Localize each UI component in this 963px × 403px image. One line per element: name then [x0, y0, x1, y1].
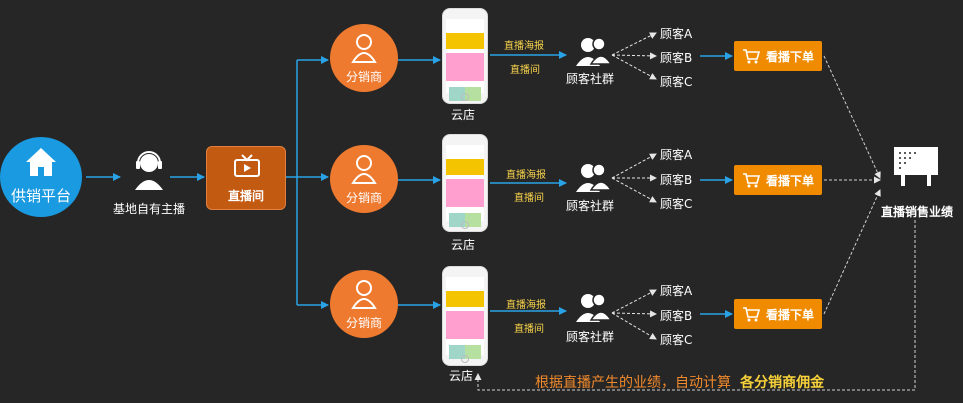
- community-label: 顾客社群: [566, 72, 615, 86]
- performance-node: 直播销售业绩: [872, 145, 962, 225]
- customer-c: 顾客C: [660, 75, 693, 89]
- platform-node: 供销平台: [0, 137, 86, 217]
- cloud-store-label: 云店: [449, 369, 474, 383]
- arrow-label-poster: 直播海报: [506, 170, 546, 181]
- cart-icon: [742, 49, 760, 64]
- distributor-1: 分销商: [330, 24, 398, 92]
- watch-order-button-3: 看播下单: [734, 299, 822, 329]
- distributor-label: 分销商: [345, 191, 382, 205]
- watch-order-button-1: 看播下单: [734, 41, 822, 71]
- person-outline-icon: [351, 155, 377, 184]
- customer-b: 顾客B: [660, 51, 693, 65]
- cloud-store-phone-3: [442, 266, 488, 366]
- billboard-icon: [894, 147, 938, 186]
- home-icon: [26, 148, 56, 176]
- order-label: 看播下单: [765, 49, 814, 64]
- cloud-store-label: 云店: [451, 108, 476, 122]
- arrow-label-poster: 直播海报: [506, 300, 546, 311]
- arrow-label-poster: 直播海报: [504, 41, 544, 52]
- anchor-label: 基地自有主播: [112, 202, 185, 216]
- arrow-label-live: 直播间: [514, 193, 544, 204]
- distributor-label: 分销商: [345, 70, 382, 84]
- community-label: 顾客社群: [566, 330, 615, 344]
- anchor-node: 基地自有主播: [104, 150, 194, 220]
- arrow-label-live: 直播间: [510, 65, 540, 76]
- customer-b: 顾客B: [660, 173, 693, 187]
- people-group-icon: [576, 37, 612, 66]
- customer-b: 顾客B: [660, 309, 693, 323]
- cart-icon: [742, 307, 760, 322]
- performance-label: 直播销售业绩: [880, 205, 953, 219]
- people-group-icon: [576, 293, 612, 322]
- platform-circle: 供销平台: [0, 137, 82, 217]
- community-label: 顾客社群: [566, 199, 615, 213]
- footer-text: 根据直播产生的业绩，自动计算: [535, 375, 731, 391]
- live-room-node: 直播间: [206, 146, 286, 210]
- headset-person-icon: [135, 151, 163, 190]
- order-label: 看播下单: [765, 307, 814, 322]
- distributor-label: 分销商: [345, 316, 382, 330]
- footer-highlight: 各分销商佣金: [740, 375, 825, 391]
- customer-a: 顾客A: [660, 148, 693, 162]
- cloud-store-phone-1: [442, 8, 488, 104]
- people-group-icon: [576, 163, 612, 192]
- cloud-store-phone-2: [442, 134, 488, 232]
- person-outline-icon: [351, 280, 377, 309]
- order-label: 看播下单: [765, 173, 814, 188]
- customer-a: 顾客A: [660, 284, 693, 298]
- person-outline-icon: [351, 34, 377, 63]
- cloud-store-label: 云店: [451, 238, 476, 252]
- distributor-2: 分销商: [330, 145, 398, 213]
- cart-icon: [742, 173, 760, 188]
- commission-footer: 根据直播产生的业绩，自动计算 各分销商佣金: [535, 372, 824, 392]
- customer-c: 顾客C: [660, 333, 693, 347]
- customer-a: 顾客A: [660, 27, 693, 41]
- tv-icon: [234, 154, 260, 177]
- watch-order-button-2: 看播下单: [734, 165, 822, 195]
- live-room-label: 直播间: [227, 189, 264, 203]
- platform-label: 供销平台: [10, 187, 71, 205]
- arrow-label-live: 直播间: [514, 324, 544, 335]
- customer-c: 顾客C: [660, 197, 693, 211]
- distributor-3: 分销商: [330, 270, 398, 338]
